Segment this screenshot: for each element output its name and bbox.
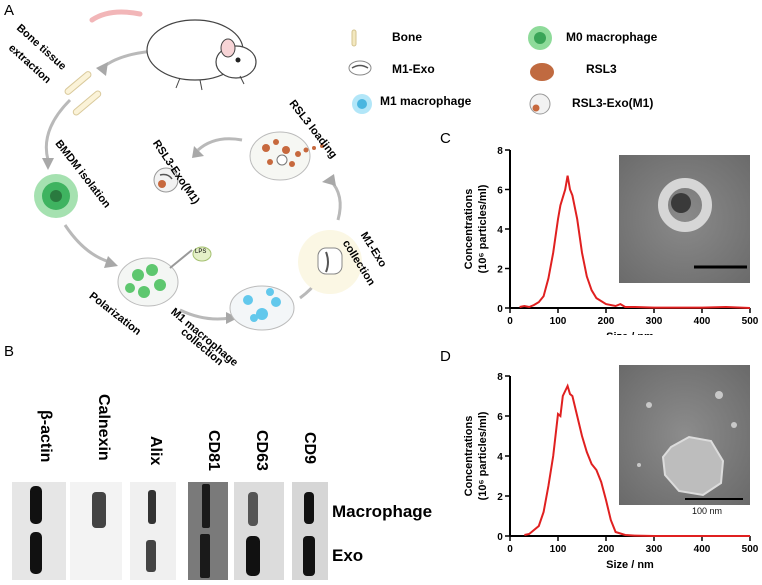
blot-column-alix: Alix [147,436,164,466]
x-tick-label: 0 [507,316,513,327]
x-tick-label: 500 [742,316,759,327]
x-tick-label: 400 [694,316,711,327]
y-axis-title: Concentrations [463,416,475,497]
panel-letter-a: A [4,2,15,19]
legend-label-rsl3: RSL3 [586,62,617,76]
blot-column-cd81: CD81 [205,430,222,471]
legend-label-m1-macrophage: M1 macrophage [380,94,472,108]
blot-row-macrophage: Macrophage [332,502,433,521]
size-distribution-line [519,175,751,309]
legend-label-m0-macrophage: M0 macrophage [566,30,658,44]
western-blot-strips [12,482,328,580]
y-tick-label: 4 [497,452,503,463]
x-tick-label: 300 [646,544,663,555]
tem-image-d [619,365,750,505]
legend-label-m1-exo: M1-Exo [392,62,435,76]
m1-exo-collection-tube [298,230,362,294]
rsl3-loading-dish [249,131,324,181]
x-tick-label: 200 [598,544,615,555]
size-distribution-line [524,383,750,537]
x-tick-label: 200 [598,316,615,327]
lps-label: LPS [195,249,207,255]
panel-letter-b: B [4,343,15,360]
panel-letter-c: C [440,130,451,147]
y-tick-label: 2 [497,492,503,503]
m0-macrophage-icon [34,174,78,218]
x-tick-label: 300 [646,316,663,327]
y-tick-label: 0 [497,304,503,315]
y-tick-label: 6 [497,186,503,197]
legend-label-rsl3-exo: RSL3-Exo(M1) [572,96,654,110]
y-tick-label: 8 [497,372,503,383]
blot-column-beta-actin: β-actin [37,410,54,463]
bone-icon [64,71,102,116]
blot-column-calnexin: Calnexin [95,394,112,461]
blot-column-cd63: CD63 [253,430,270,471]
y-tick-label: 4 [497,225,503,236]
legend-icons-right [528,26,554,115]
x-tick-label: 400 [694,544,711,555]
panel-letter-d: D [440,348,451,365]
x-tick-label: 0 [507,544,513,555]
y-axis-title: Concentrations [463,189,475,270]
polarization-dish [117,246,212,307]
x-tick-label: 100 [550,316,567,327]
x-tick-label: 500 [742,544,759,555]
m1-macrophage-dish [229,285,295,331]
x-tick-label: 100 [550,544,567,555]
y-tick-label: 0 [497,532,503,543]
y-axis-subtitle: (10⁶ particles/ml) [477,184,489,273]
rsl3-exo-vesicle [153,167,179,193]
y-tick-label: 6 [497,412,503,423]
legend-label-bone: Bone [392,30,422,44]
y-tick-label: 8 [497,146,503,157]
tem-image-c [619,155,750,283]
tem-scale-label-d: 100 nm [692,506,723,516]
workflow-diagram [34,9,372,331]
x-axis-title: Size / nm [606,559,654,571]
blot-row-exo: Exo [332,546,364,565]
y-tick-label: 2 [497,265,503,276]
mouse-illustration [89,9,257,91]
legend-icons [348,29,372,114]
x-axis-title: Size / nm [606,331,654,335]
y-axis-subtitle: (10⁶ particles/ml) [477,411,489,500]
blot-column-cd9: CD9 [301,432,318,465]
